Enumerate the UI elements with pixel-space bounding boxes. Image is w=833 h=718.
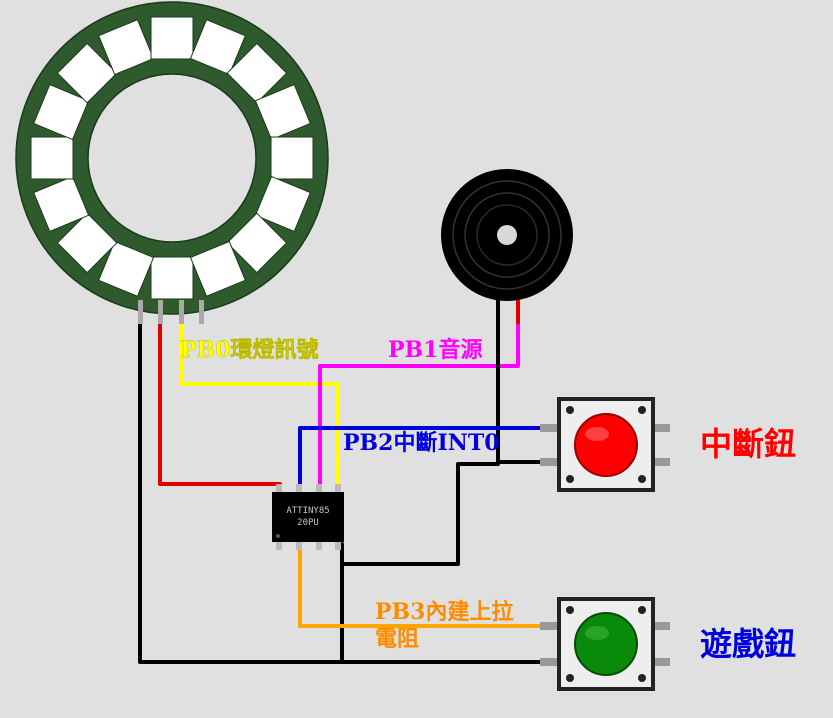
interrupt-pushbutton[interactable] <box>540 397 670 492</box>
chip-pin-7 <box>316 540 322 550</box>
led-pixel <box>226 212 288 274</box>
button-lead <box>540 622 562 630</box>
chip-pin-6 <box>296 540 302 550</box>
chip-pin-4 <box>335 484 341 494</box>
button-lead <box>650 424 670 432</box>
wires <box>138 320 542 664</box>
buzzer-lead-red <box>516 300 520 324</box>
buzzer-ring-3 <box>476 204 538 266</box>
chip-body <box>272 492 344 542</box>
game-button-cap[interactable] <box>574 612 638 676</box>
led-pixel <box>33 83 90 141</box>
chip-label-line1: ATTINY85 <box>286 506 329 516</box>
interrupt-button-cap[interactable] <box>574 413 638 477</box>
led-pixel <box>33 175 90 233</box>
chip-pin-8 <box>335 540 341 550</box>
led-pixel <box>150 16 194 60</box>
button-lead <box>540 424 562 432</box>
button-corner <box>566 406 574 414</box>
led-pixel <box>226 42 288 104</box>
button-corner <box>566 674 574 682</box>
buzzer-ring-2 <box>464 192 550 278</box>
led-pixel <box>189 240 247 297</box>
neopixel-ring <box>15 1 329 324</box>
ring-pin-dout <box>199 300 204 324</box>
button-lead <box>540 458 562 466</box>
pb3-label-line2: 電阻 <box>375 626 419 652</box>
button-highlight <box>585 626 609 640</box>
ground-wire-ring <box>138 320 542 664</box>
ring-pin-vcc <box>158 300 163 324</box>
chip-pin-3 <box>316 484 322 494</box>
labels: PB0環燈訊號 PB1音源 PB2中斷INT0 PB3內建上拉 電阻 中斷鈕 遊… <box>180 337 796 663</box>
chip-pin-2 <box>296 484 302 494</box>
button-lead <box>650 622 670 630</box>
buzzer-lead-black <box>496 300 500 324</box>
button-lead <box>650 658 670 666</box>
pb1-label: PB1音源 <box>388 337 482 363</box>
led-pixel <box>30 136 74 180</box>
buzzer-hole <box>497 225 517 245</box>
ring-pin-gnd <box>138 300 143 324</box>
button-highlight <box>585 427 609 441</box>
led-pixel <box>97 19 155 76</box>
pb3-label-line1: PB3內建上拉 <box>375 599 513 625</box>
pb3-game-wire <box>298 542 542 628</box>
led-pixel <box>270 136 314 180</box>
game-button-label: 遊戲鈕 <box>700 625 796 663</box>
button-corner <box>638 475 646 483</box>
chip-notch <box>276 534 280 538</box>
buzzer <box>441 169 573 324</box>
pb0-data-wire <box>179 320 340 494</box>
led-pixel <box>189 19 247 76</box>
interrupt-button-label: 中斷鈕 <box>700 425 796 463</box>
ring-inner-edge <box>87 73 257 243</box>
chip-pin-1 <box>276 484 282 494</box>
pb2-interrupt-wire <box>298 426 542 494</box>
chip-label-line2: 20PU <box>297 518 319 528</box>
button-lead <box>650 458 670 466</box>
button-corner <box>638 406 646 414</box>
buzzer-ring-1 <box>452 180 562 290</box>
ring-outer-edge <box>15 1 329 315</box>
pb2-label: PB2中斷INT0 <box>343 430 500 456</box>
attiny85-chip: ATTINY85 20PU <box>272 484 344 550</box>
led-pixel <box>97 240 155 297</box>
led-pixel <box>254 83 311 141</box>
led-pixel <box>56 42 118 104</box>
led-pixel <box>254 175 311 233</box>
game-pushbutton[interactable] <box>540 597 670 691</box>
chip-pin-5 <box>276 540 282 550</box>
button-lead <box>540 658 562 666</box>
led-group <box>30 16 314 300</box>
ground-wire-interrupt <box>340 462 500 566</box>
button-corner <box>566 606 574 614</box>
pb0-label: PB0環燈訊號 <box>180 337 318 363</box>
button-corner <box>638 674 646 682</box>
button-corner <box>638 606 646 614</box>
button-corner <box>566 475 574 483</box>
led-pixel <box>150 256 194 300</box>
ring-pin-din <box>179 300 184 324</box>
led-pixel <box>56 212 118 274</box>
